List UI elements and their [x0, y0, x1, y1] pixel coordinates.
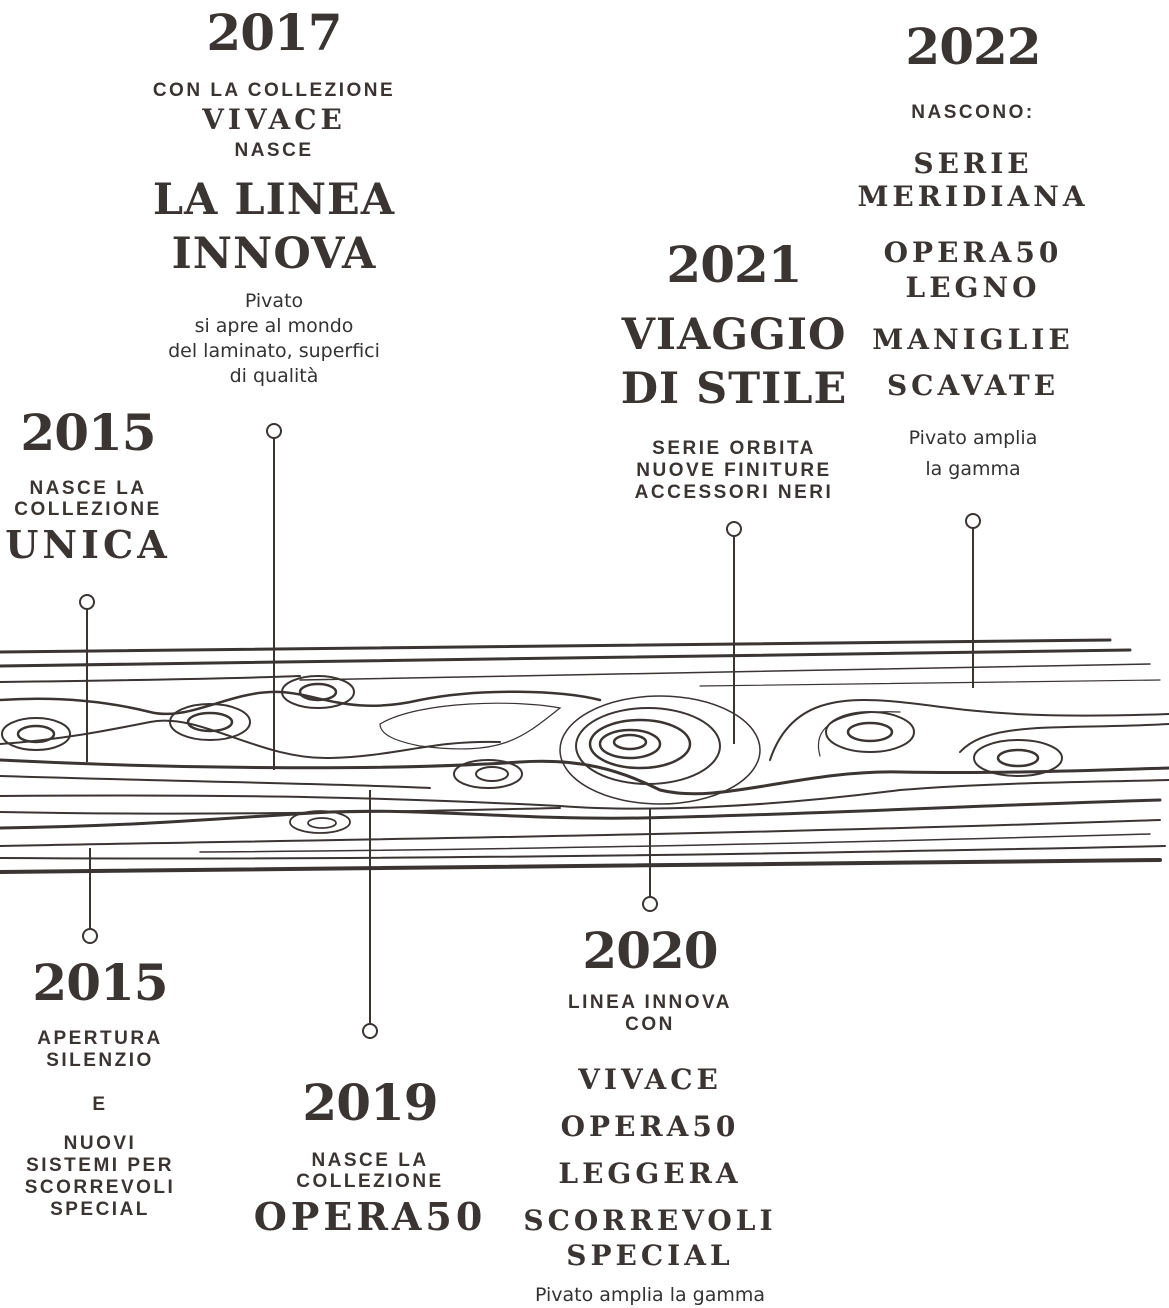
milestone-2015-silenzio: 2015 APERTURA SILENZIO E NUOVI SISTEMI P… [0, 958, 200, 1221]
item-leggera: LEGGERA [558, 1157, 742, 1190]
caption-2017-a: CON LA COLLEZIONE [152, 80, 396, 101]
caption-line: COLLEZIONE [296, 1171, 444, 1192]
caption-line: SCORREVOLI [24, 1177, 176, 1198]
milestone-2021: 2021 VIAGGIO DI STILE SERIE ORBITA NUOVE… [608, 240, 860, 504]
milestone-2019: 2019 NASCE LA COLLEZIONE OPERA50 [240, 1078, 500, 1238]
year-2020: 2020 [582, 921, 718, 980]
year-2015-top: 2015 [20, 403, 156, 462]
desc-line: di qualità [229, 364, 319, 387]
description-2017: Pivato si apre al mondo del laminato, su… [124, 289, 424, 389]
item-opera50-legno: OPERA50 LEGNO [848, 235, 1098, 305]
caption-line: NUOVE FINITURE [636, 460, 832, 481]
pin-2015-bottom [82, 928, 98, 944]
item-opera50: OPERA50 [560, 1110, 740, 1143]
item-line: MANIGLIE [872, 323, 1074, 356]
year-2015-bottom: 2015 [32, 953, 168, 1012]
headline-line-2: DI STILE [620, 364, 848, 414]
description-2020: Pivato amplia la gamma [534, 1284, 766, 1306]
caption-line: SILENZIO [46, 1050, 154, 1071]
item-serie-meridiana: SERIE MERIDIANA [848, 147, 1098, 213]
item-line: SCAVATE [886, 369, 1060, 402]
caption-line: SPECIAL [50, 1199, 150, 1220]
collection-vivace: VIVACE [202, 103, 346, 136]
item-line: OPERA50 [883, 236, 1063, 269]
headline-line-1: VIAGGIO [621, 310, 847, 360]
item-line: LEGNO [905, 271, 1041, 304]
year-2022: 2022 [905, 17, 1041, 76]
desc-line: la gamma [925, 458, 1021, 480]
item-line: MERIDIANA [857, 180, 1089, 213]
desc-line: Pivato [244, 289, 304, 312]
caption-2017-b: NASCE [234, 139, 314, 161]
list-2020-items: VIVACE OPERA50 LEGGERA [500, 1056, 800, 1197]
caption-2019: NASCE LA COLLEZIONE [240, 1150, 500, 1192]
item-scorrevoli-special: SCORREVOLI SPECIAL [500, 1203, 800, 1273]
headline-line-1: LA LINEA [152, 174, 396, 225]
milestone-2015-unica: 2015 NASCE LA COLLEZIONE UNICA [0, 408, 176, 566]
item-line: SERIE [913, 147, 1033, 180]
desc-line: si apre al mondo [194, 314, 354, 337]
year-2019: 2019 [302, 1073, 438, 1132]
headline-viaggio-di-stile: VIAGGIO DI STILE [608, 308, 860, 416]
collection-unica: UNICA [5, 522, 171, 567]
caption-line: SISTEMI PER [26, 1155, 174, 1176]
description-2022: Pivato amplia la gamma [848, 423, 1098, 485]
year-2017: 2017 [206, 3, 342, 62]
caption-2022: NASCONO: [911, 102, 1035, 123]
caption-line: ACCESSORI NERI [634, 482, 834, 503]
caption-line: CON [625, 1014, 675, 1035]
caption-2015-bottom-a: APERTURA SILENZIO [0, 1028, 200, 1072]
pin-2017 [266, 423, 282, 439]
item-line: SPECIAL [566, 1239, 734, 1272]
item-maniglie-scavate: MANIGLIE SCAVATE [848, 317, 1098, 409]
caption-2020: LINEA INNOVA CON [500, 992, 800, 1036]
caption-2021: SERIE ORBITA NUOVE FINITURE ACCESSORI NE… [608, 438, 860, 504]
milestone-2017: 2017 CON LA COLLEZIONE VIVACE NASCE LA L… [124, 8, 424, 389]
caption-line: LINEA INNOVA [567, 992, 733, 1013]
caption-line: APERTURA [37, 1028, 163, 1049]
year-2021: 2021 [666, 235, 802, 294]
item-line: SCORREVOLI [523, 1204, 777, 1237]
caption-2015-connector: E [92, 1094, 108, 1115]
pin-2020 [642, 896, 658, 912]
caption-line: COLLEZIONE [14, 499, 162, 520]
caption-2015-bottom-b: NUOVI SISTEMI PER SCORREVOLI SPECIAL [0, 1133, 200, 1221]
item-vivace: VIVACE [578, 1063, 722, 1096]
headline-line-2: INNOVA [171, 228, 377, 279]
pin-2022 [965, 513, 981, 529]
headline-linea-innova: LA LINEA INNOVA [124, 173, 424, 281]
pin-2021 [726, 521, 742, 537]
desc-line: Pivato amplia [908, 427, 1038, 449]
milestone-2022: 2022 NASCONO: SERIE MERIDIANA OPERA50 LE… [848, 22, 1098, 485]
caption-line: NASCE LA [29, 478, 147, 499]
caption-line: NUOVI [63, 1133, 137, 1154]
caption-line: SERIE ORBITA [652, 438, 816, 459]
milestone-2020: 2020 LINEA INNOVA CON VIVACE OPERA50 LEG… [500, 926, 800, 1308]
caption-2015-top: NASCE LA COLLEZIONE [0, 478, 176, 520]
pin-2015-top [79, 594, 95, 610]
collection-opera50: OPERA50 [253, 1194, 487, 1239]
pin-2019 [362, 1023, 378, 1039]
desc-line: del laminato, superfici [168, 339, 380, 362]
caption-line: NASCE LA [311, 1150, 429, 1171]
